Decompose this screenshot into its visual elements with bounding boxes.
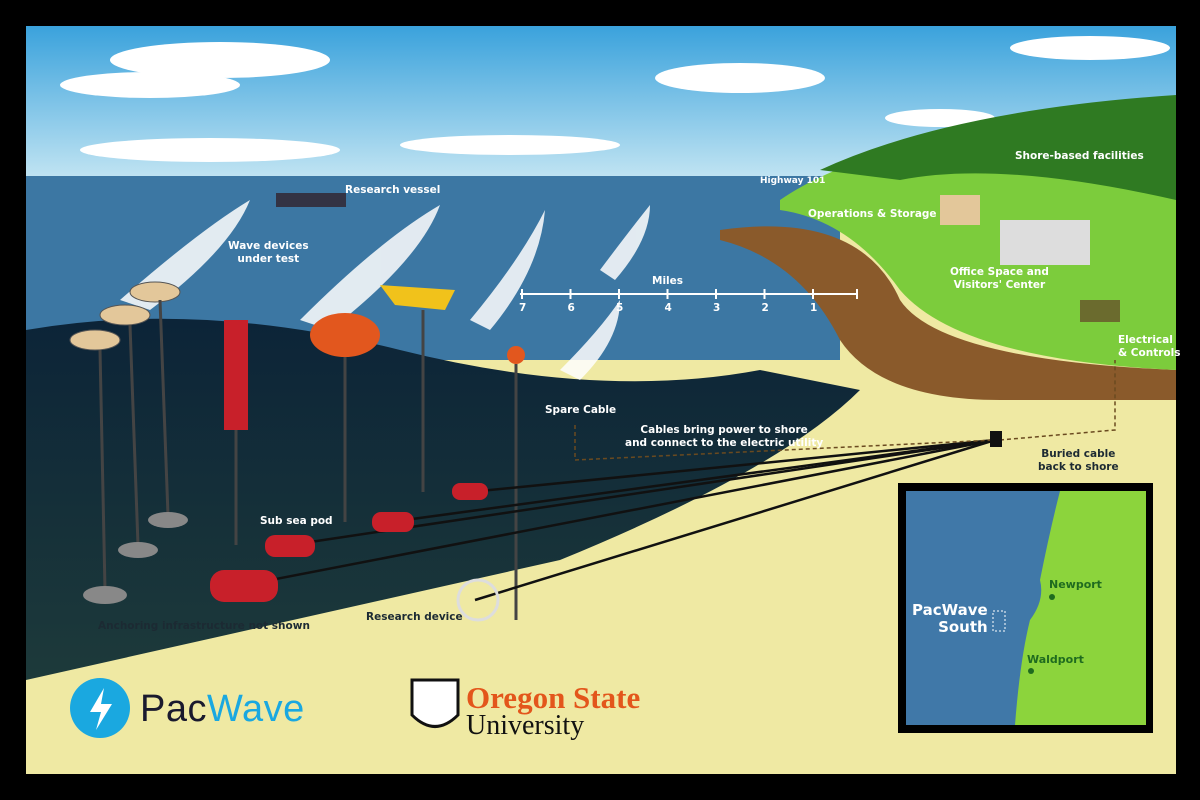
map-land <box>1015 491 1146 725</box>
export-cables <box>244 438 996 602</box>
electrical-building <box>1080 300 1120 322</box>
spar-buoy-device <box>224 320 248 430</box>
subsea-pods <box>210 483 488 602</box>
point-absorber-device <box>310 313 380 357</box>
mile-tick-label: 1 <box>810 302 818 314</box>
anchors <box>83 512 188 604</box>
yellow-wave-device <box>380 285 455 310</box>
label-operations: Operations & Storage <box>808 208 937 220</box>
spare-cable <box>574 425 996 461</box>
mile-tick-label: 2 <box>761 302 769 314</box>
cliff <box>720 226 1176 400</box>
buried-cable <box>999 360 1116 441</box>
label-miles: Miles <box>652 275 684 287</box>
label-office: Office Space and Visitors' Center <box>950 266 1049 291</box>
operations-building <box>940 195 980 225</box>
map-site-label: PacWave South <box>912 601 988 636</box>
mile-tick-label: 7 <box>519 302 527 314</box>
label-highway: Highway 101 <box>760 176 826 186</box>
research-vessel-ship <box>276 193 346 207</box>
mile-tick-label: 4 <box>664 302 672 314</box>
junction-box <box>990 431 1002 447</box>
label-buried-cable: Buried cable back to shore <box>1038 448 1119 473</box>
waldport-dot <box>1028 668 1034 674</box>
mile-tick-label: 5 <box>616 302 624 314</box>
mooring-lines <box>98 299 518 620</box>
floating-platforms <box>69 281 181 351</box>
spare-cable-buoy <box>507 346 525 364</box>
lightning-icon <box>90 688 112 730</box>
site-marker <box>992 610 1006 632</box>
map-town-newport: Newport <box>1049 578 1102 591</box>
label-electrical: Electrical & Controls <box>1118 334 1181 359</box>
osu-logo-line2: University <box>466 710 585 741</box>
label-research-device: Research device <box>366 611 463 623</box>
clouds <box>60 36 1170 162</box>
label-research-vessel: Research vessel <box>345 184 441 196</box>
osu-logo-line1: Oregon State <box>466 680 641 715</box>
pacwave-logo-text: PacWave <box>140 688 305 730</box>
label-shore-facilities: Shore-based facilities <box>1015 150 1144 162</box>
label-wave-devices: Wave devices under test <box>228 240 309 265</box>
mile-scale <box>520 289 858 299</box>
label-spare-cable: Spare Cable <box>545 404 617 416</box>
map-town-waldport: Waldport <box>1027 653 1084 666</box>
mile-tick-label: 3 <box>713 302 721 314</box>
label-cables-power: Cables bring power to shore and connect … <box>625 424 824 449</box>
newport-dot <box>1049 594 1055 600</box>
hills <box>820 95 1176 200</box>
osu-seal-icon <box>410 678 460 728</box>
label-anchoring: Anchoring infrastructure not shown <box>98 620 310 632</box>
research-device-frame <box>456 578 500 622</box>
office-building <box>1000 220 1090 265</box>
label-sub-sea-pod: Sub sea pod <box>260 515 333 527</box>
mile-tick-label: 6 <box>567 302 575 314</box>
